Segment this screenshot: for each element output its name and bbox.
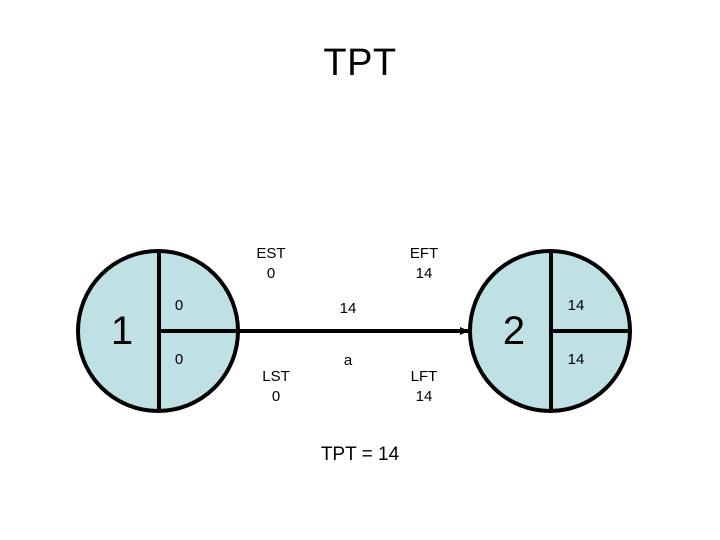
edge-a-duration: 14 — [339, 300, 357, 317]
node-1-earliest-event-time: 0 — [174, 297, 184, 314]
eft-label: EFT — [409, 245, 439, 262]
eft-value: 14 — [415, 265, 433, 282]
page-title: TPT — [323, 42, 397, 84]
lft-label: LFT — [410, 368, 438, 385]
total-project-time: TPT = 14 — [320, 444, 400, 465]
lst-value: 0 — [271, 388, 281, 405]
node-2-shape[interactable] — [468, 249, 632, 413]
edge-a-activity-name: a — [343, 352, 353, 369]
lft-value: 14 — [415, 388, 433, 405]
node-2-earliest-event-time: 14 — [567, 297, 585, 314]
est-value: 0 — [266, 265, 276, 282]
est-label: EST — [256, 245, 286, 262]
node-2-number: 2 — [502, 309, 526, 353]
node-1-latest-event-time: 0 — [174, 351, 184, 368]
node-2-latest-event-time: 14 — [567, 351, 585, 368]
node-1-number: 1 — [110, 309, 134, 353]
lst-label: LST — [262, 368, 290, 385]
